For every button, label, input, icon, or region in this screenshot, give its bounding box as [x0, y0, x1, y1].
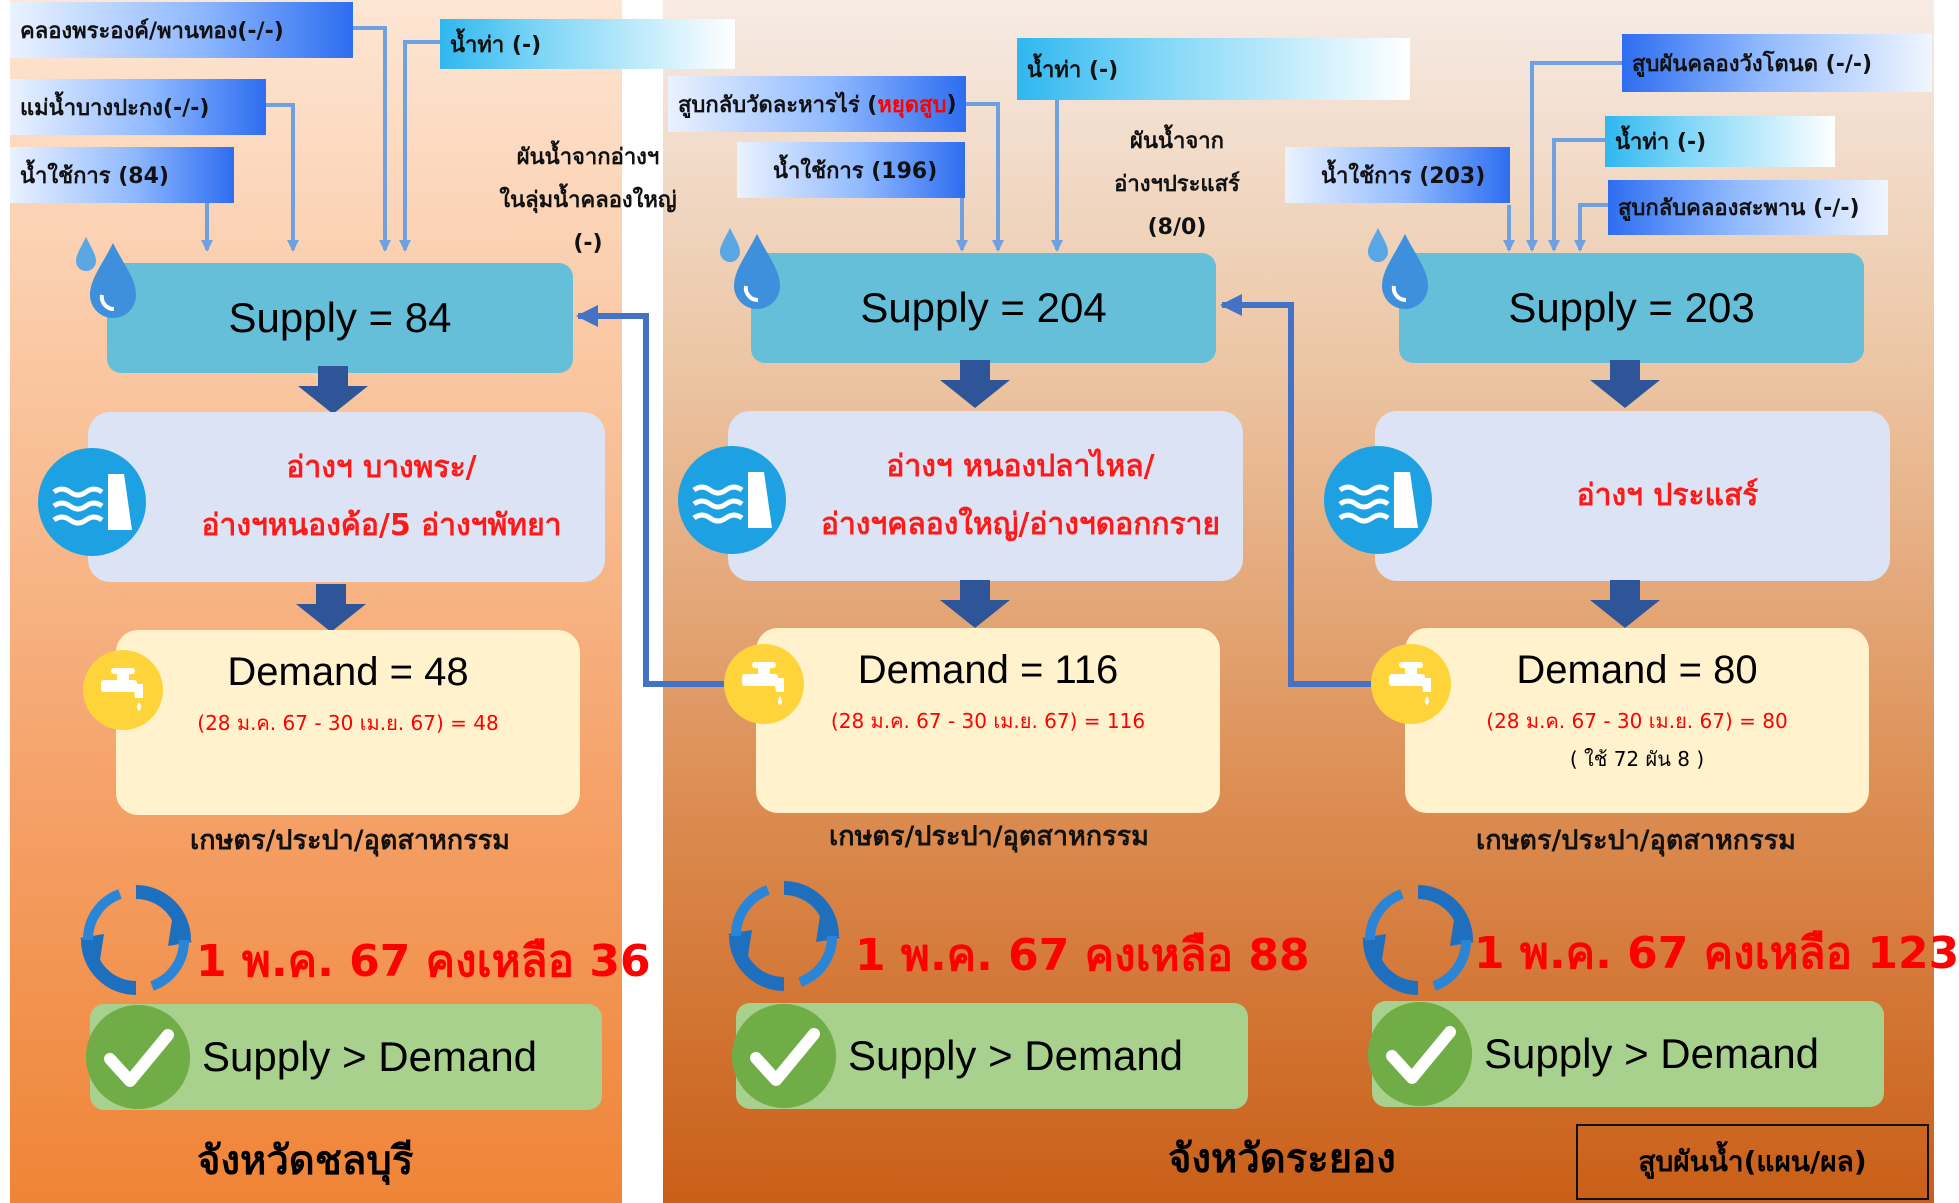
usage-label-chonburi: เกษตร/ประปา/อุตสาหกรรม — [190, 825, 510, 856]
connector-source-2 — [265, 103, 299, 252]
faucet-icon — [83, 650, 163, 730]
reservoir-box-chonburi: อ่างฯ บางพระ/ อ่างฯหนองค้อ/5 อ่างฯพัทยา — [88, 412, 605, 582]
refresh-cycle-icon — [80, 885, 192, 995]
source-pump-back-klong-saphan: สูบกลับคลองสะพาน (-/-) — [1608, 180, 1888, 235]
dam-icon — [38, 448, 146, 556]
down-arrow-icon — [940, 360, 1010, 408]
faucet-icon — [1371, 644, 1451, 724]
usage-label-rayong-a: เกษตร/ประปา/อุตสาหกรรม — [829, 821, 1149, 852]
water-drop-icon — [720, 228, 780, 309]
reservoir-box-rayong-a: อ่างฯ หนองปลาไหล/ อ่างฯคลองใหญ่/อ่างฯดอก… — [728, 411, 1243, 581]
return-arrow-right — [1220, 294, 1375, 687]
connector-source-1 — [352, 26, 391, 252]
water-drop-icon — [76, 237, 136, 318]
diversion-note-rayong-a: ผันน้ำจาก อ่างฯประแสร์ (8/0) — [1114, 129, 1240, 240]
demand-box-rayong-b: Demand = 80 (28 ม.ค. 67 - 30 เม.ย. 67) =… — [1405, 628, 1869, 813]
source-bang-pakong: แม่น้ำบางปะกง(-/-) — [10, 79, 266, 135]
source-klong-pra-ong: คลองพระองค์/พานทอง(-/-) — [10, 2, 353, 58]
reservoir-box-rayong-b: อ่างฯ ประแสร์ — [1375, 411, 1890, 581]
check-icon — [732, 1004, 836, 1108]
legend-box: สูบผันน้ำ(แผน/ผล) — [1576, 1124, 1929, 1200]
down-arrow-icon — [1590, 360, 1660, 408]
source-diversion-wang-tanod: สูบผันคลองวังโตนด (-/-) — [1622, 34, 1932, 92]
connector-pump-back — [965, 102, 1004, 252]
source-usable-water: น้ำใช้การ (84) — [10, 147, 234, 203]
refresh-cycle-icon — [1362, 885, 1474, 995]
source-runoff-rayong-b: น้ำท่า (-) — [1605, 116, 1835, 167]
check-icon — [1368, 1002, 1472, 1106]
source-pump-back-wat-lahan-rai: สูบกลับวัดละหารไร่ (หยุดสูบ) — [668, 76, 966, 132]
water-drop-icon — [1368, 228, 1428, 309]
province-rayong: จังหวัดระยอง — [1168, 1136, 1396, 1182]
dam-icon — [1324, 446, 1432, 554]
remaining-rayong-a: 1 พ.ค. 67 คงเหลือ 88 — [855, 930, 1310, 981]
connector-diversion-b — [1526, 61, 1622, 252]
return-arrow-left — [576, 305, 728, 687]
source-usable-water-rayong-b: น้ำใช้การ (203) — [1285, 147, 1510, 203]
remaining-rayong-b: 1 พ.ค. 67 คงเหลือ 123 — [1474, 928, 1959, 979]
connector-source-4 — [399, 40, 440, 252]
down-arrow-icon — [296, 584, 366, 632]
province-chonburi: จังหวัดชลบุรี — [197, 1138, 414, 1184]
supply-box-rayong-b: Supply = 203 — [1399, 253, 1864, 363]
supply-box-rayong-a: Supply = 204 — [751, 253, 1216, 363]
down-arrow-icon — [298, 366, 368, 414]
dam-icon — [678, 446, 786, 554]
usage-label-rayong-b: เกษตร/ประปา/อุตสาหกรรม — [1476, 825, 1796, 856]
down-arrow-icon — [940, 580, 1010, 628]
supply-box-chonburi: Supply = 84 — [107, 263, 573, 373]
refresh-cycle-icon — [728, 881, 840, 991]
source-runoff: น้ำท่า (-) — [440, 19, 735, 69]
demand-box-chonburi: Demand = 48 (28 ม.ค. 67 - 30 เม.ย. 67) =… — [116, 630, 580, 815]
remaining-chonburi: 1 พ.ค. 67 คงเหลือ 36 — [196, 936, 651, 987]
check-icon — [86, 1005, 190, 1109]
source-runoff-rayong-a: น้ำท่า (-) — [1017, 38, 1410, 100]
source-usable-water-rayong-a: น้ำใช้การ (196) — [737, 142, 965, 198]
demand-box-rayong-a: Demand = 116 (28 ม.ค. 67 - 30 เม.ย. 67) … — [756, 628, 1220, 813]
connector-runoff-b — [1548, 138, 1605, 252]
down-arrow-icon — [1590, 580, 1660, 628]
connector-pump-back-b — [1574, 203, 1608, 252]
faucet-icon — [724, 644, 804, 724]
diversion-note-chonburi: ผันน้ำจากอ่างฯ ในลุ่มน้ำคลองใหญ่ (-) — [499, 145, 677, 256]
